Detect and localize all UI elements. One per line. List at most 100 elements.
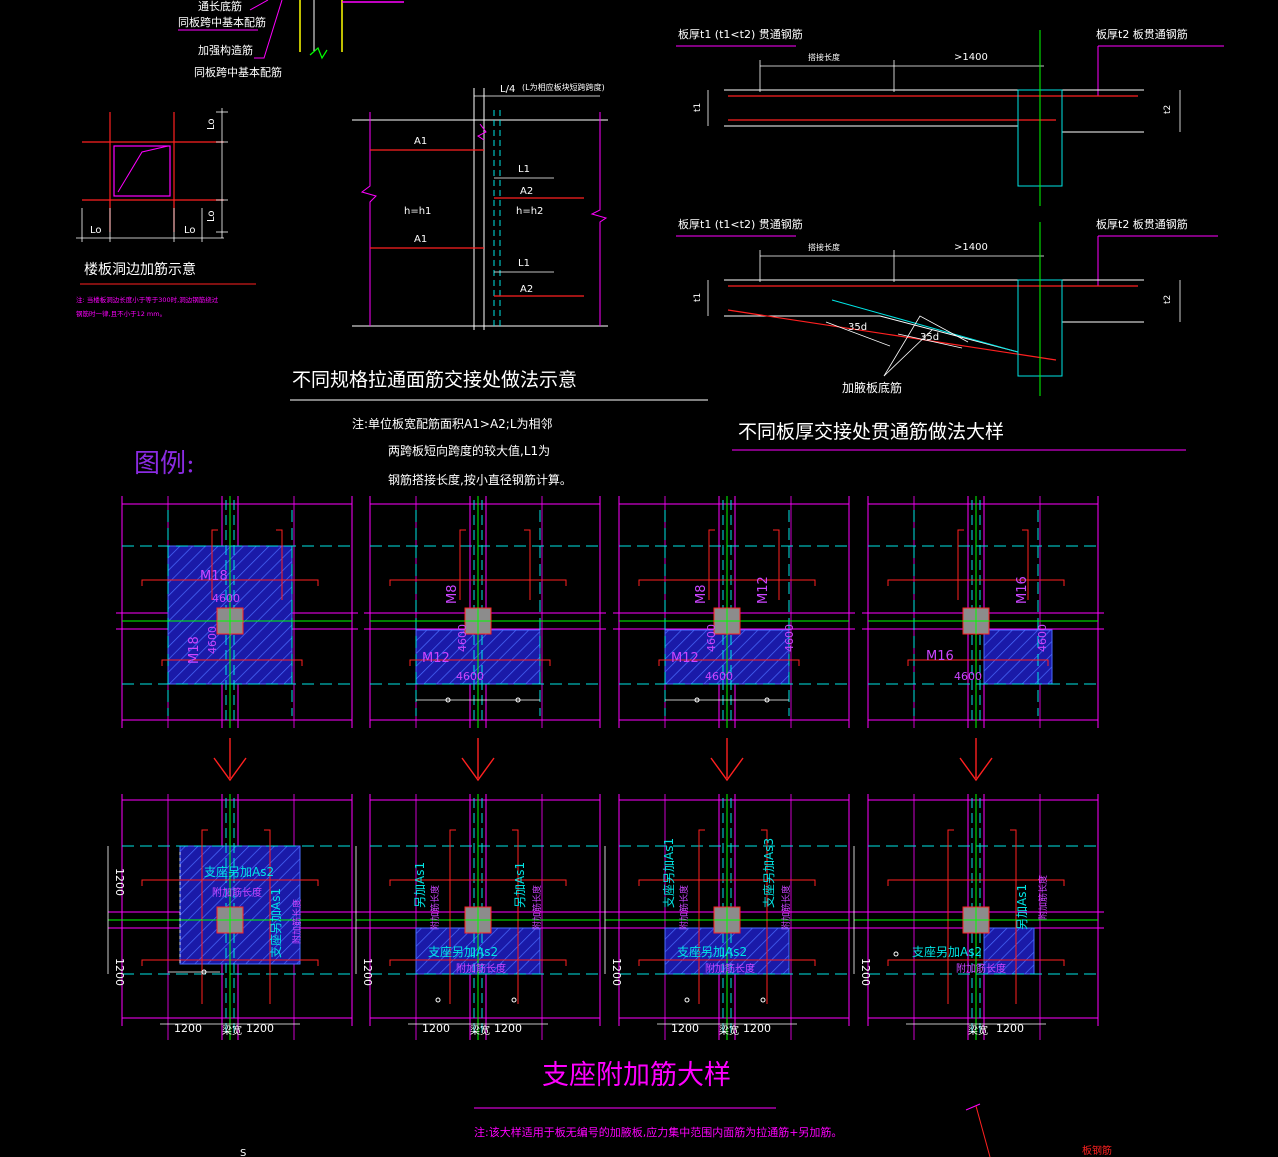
dim-b: 4600 (206, 626, 219, 654)
lo-left: Lo (90, 225, 102, 236)
l1-bottom: L1 (518, 258, 530, 269)
len-c: 附加筋长度 (531, 885, 543, 930)
red-bar-v (698, 829, 705, 1004)
dim-b: 4600 (456, 670, 484, 683)
marker-a: M16 (1015, 576, 1030, 604)
down-arrow-1 (213, 738, 247, 782)
as-a: 支座另加As2 (912, 944, 982, 959)
d35-b: 35d (920, 332, 939, 343)
len-a: 附加筋长度 (705, 962, 755, 975)
t1-top: t1 (693, 103, 703, 112)
h1: h=h1 (404, 206, 431, 217)
red-bar-v2 (512, 829, 519, 1004)
dim-2: 1200 (743, 1022, 771, 1035)
dim-dot-2 (760, 997, 766, 1003)
dim-1: 1200 (174, 1022, 202, 1035)
beam-width: 梁宽 (470, 1024, 490, 1037)
bottom-right-label: 板钢筋 (1082, 1144, 1112, 1157)
len-b: 附加筋长度 (678, 885, 690, 930)
red-bar-h2 (409, 659, 551, 666)
label-c: 加强构造筋 (198, 43, 253, 57)
anchor-bottom: 搭接长度 (808, 242, 840, 252)
red-bar-v (459, 529, 466, 600)
dim-b: 4600 (954, 670, 982, 683)
len-b: 附加筋长度 (429, 885, 441, 930)
dim-1: 1200 (996, 1022, 1024, 1035)
a1-bottom: A1 (414, 234, 427, 245)
as-b: 另加As1 (413, 862, 427, 908)
splice-note-3: 钢筋搭接长度,按小直径钢筋计算。 (388, 472, 572, 487)
marker-a: M8 (445, 585, 460, 605)
red-bar-v2 (264, 829, 271, 1004)
lo-top: Lo (206, 118, 217, 130)
hatch-zone (179, 845, 301, 965)
dim-top-note: (L为相应板块短跨跨度) (522, 82, 605, 92)
arrow-head (213, 757, 247, 782)
dim-dot-1 (445, 697, 451, 703)
support-title: 支座附加筋大样 (542, 1060, 731, 1091)
red-bar-h2 (658, 659, 800, 666)
red-bar-v (211, 529, 218, 600)
red-bar-v (947, 829, 954, 1004)
thickness-title: 不同板厚交接处贯通筋做法大样 (738, 421, 1004, 443)
opening-detail: Lo Lo Lo Lo 楼板洞边加筋示意 注: 当楼板洞边长度小于等于300时,… (76, 108, 256, 318)
thick-bottom-right-label: 板厚t2 板贯通钢筋 (1096, 217, 1188, 231)
splice-title: 不同规格拉通面筋交接处做法示意 (292, 369, 577, 391)
red-bar-v2 (1010, 829, 1017, 1004)
label-d: 同板跨中基本配筋 (194, 65, 282, 79)
dim-1: 1200 (422, 1022, 450, 1035)
red-bar-v (708, 529, 715, 600)
dim-1: 1200 (671, 1022, 699, 1035)
thick-top-right-label: 板厚t2 板贯通钢筋 (1096, 27, 1188, 41)
red-bar-v (201, 829, 208, 1004)
dim-top: L/4 (500, 84, 515, 95)
len-a: 附加筋长度 (212, 886, 262, 899)
vdim-1: 1200 (113, 958, 126, 986)
vdim-1: 1200 (361, 958, 374, 986)
as-a: 支座另加As2 (204, 864, 274, 879)
anchor-top: 搭接长度 (808, 52, 840, 62)
a2-top: A2 (520, 186, 533, 197)
marker-a: M8 (694, 585, 709, 605)
opening-title: 楼板洞边加筋示意 (84, 261, 196, 278)
len-b: 附加筋长度 (1037, 875, 1049, 920)
t1-bottom: t1 (693, 293, 703, 302)
support-note: 注:该大样适用于板无编号的加腋板,应力集中范围内面筋为拉通筋+另加筋。 (474, 1125, 842, 1139)
dim-dot-1 (435, 997, 441, 1003)
arrow-head (710, 757, 744, 782)
len-b: 附加筋长度 (291, 899, 303, 944)
dim-2: 1200 (494, 1022, 522, 1035)
dim-a: 4600 (1036, 624, 1049, 652)
dim-dot-2 (515, 697, 521, 703)
as-a: 支座另加As2 (677, 944, 747, 959)
haunch-label: 加腋板底筋 (842, 380, 902, 395)
dim-2: 1200 (246, 1022, 274, 1035)
marker-b: M16 (926, 649, 954, 664)
red-bar-v2 (524, 529, 531, 600)
as-b: 支座另加As1 (661, 838, 676, 908)
red-bar-v2 (276, 529, 283, 600)
label-a: 通长底筋 (198, 0, 242, 13)
a2-bottom: A2 (520, 284, 533, 295)
red-bar-v (449, 829, 456, 1004)
top-left-fragment: 通长底筋 同板跨中基本配筋 加强构造筋 同板跨中基本配筋 (178, 0, 404, 79)
len-a: 附加筋长度 (456, 962, 506, 975)
dim-c: 4600 (783, 624, 796, 652)
bottom-left-mark: S (240, 1148, 246, 1157)
red-bar-h2 (907, 659, 1049, 666)
top-panels: M1846004600M18M84600M124600M84600M124600… (116, 496, 1104, 728)
dim-a: 4600 (212, 592, 240, 605)
marker-b: M12 (422, 651, 450, 666)
marker-b: M18 (187, 636, 202, 664)
splice-detail: L/4 (L为相应板块短跨跨度) A1 A1 L1 A2 L1 A2 h=h1 … (290, 82, 708, 487)
vdim-2: 1200 (113, 868, 126, 896)
hatch-zone (983, 927, 1035, 975)
opening-note-2: 钢筋时一律,且不小于12 mm。 (76, 309, 166, 318)
